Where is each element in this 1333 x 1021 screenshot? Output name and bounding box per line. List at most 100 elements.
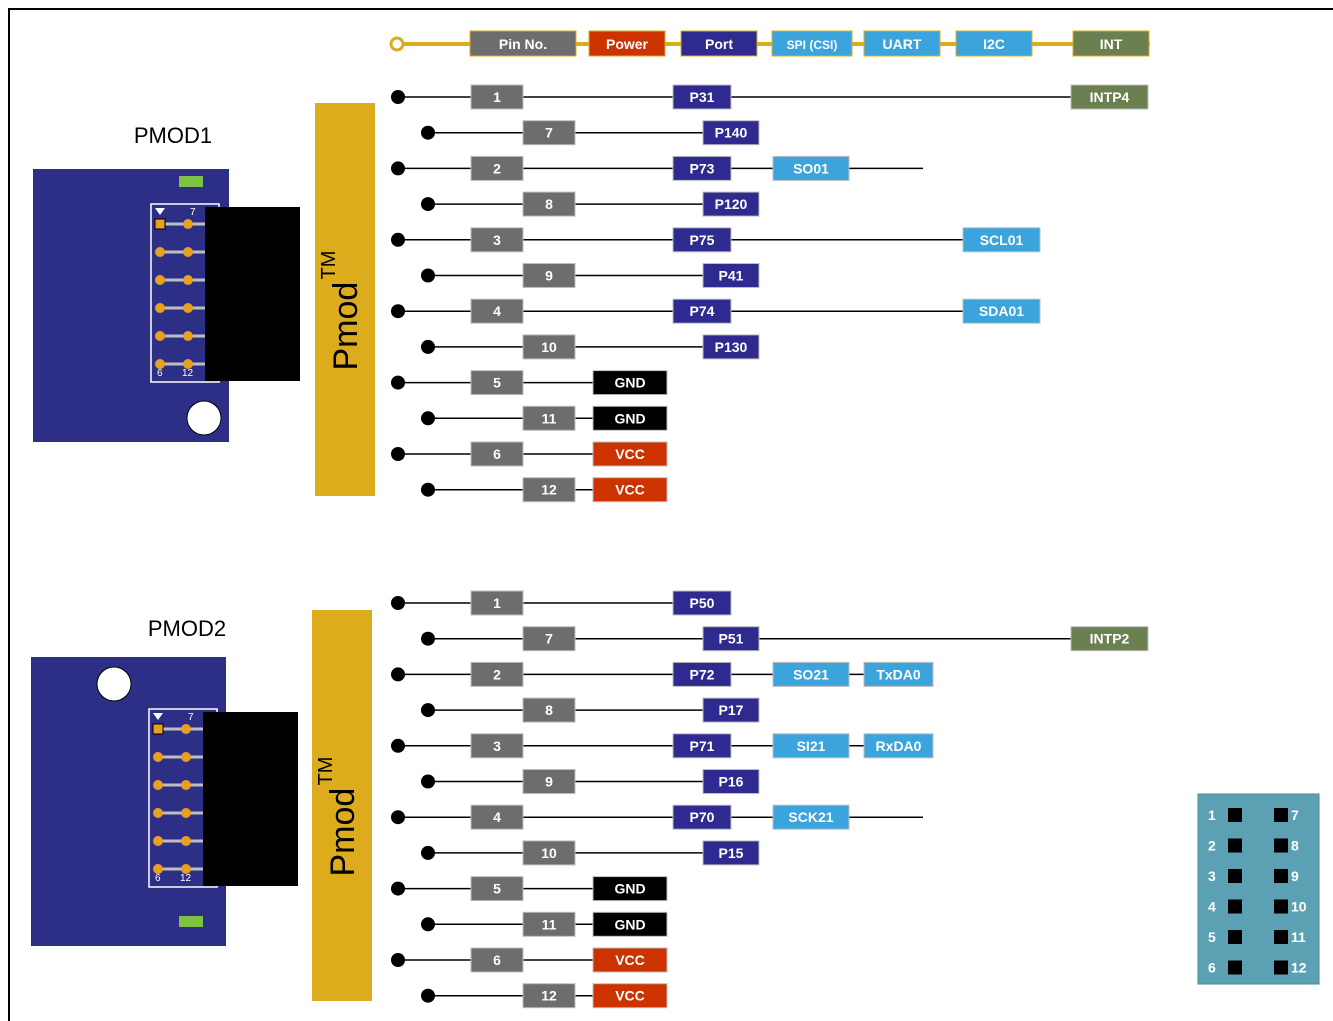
port-box-rect [672, 298, 732, 324]
header-pin [155, 359, 165, 369]
gnd-box: GND [592, 370, 668, 396]
header-pin [183, 275, 193, 285]
func-box: RxDA0 [863, 733, 934, 759]
frame-border [8, 8, 1333, 1021]
func-box-rect [772, 661, 850, 687]
pin-box-text: 12 [541, 988, 557, 1004]
pin-box-rect [522, 697, 576, 723]
func-box-rect [962, 298, 1041, 324]
gnd-box-text: GND [614, 375, 645, 391]
port-box-text: P41 [719, 268, 744, 284]
pin-box-rect [470, 227, 524, 253]
pin-box-text: 5 [493, 375, 501, 391]
pin-grid-left-label: 1 [1208, 807, 1216, 823]
header-top-label: 7 [190, 207, 196, 218]
connector-title: PMOD1 [134, 123, 212, 148]
func-box-rect [772, 733, 850, 759]
legend-label: Power [606, 36, 649, 52]
header-pin [181, 836, 191, 846]
header-pin [155, 275, 165, 285]
pin-grid-left-pad [1228, 899, 1242, 914]
port-box: P71 [672, 733, 732, 759]
pmod-label: Pmod [324, 788, 362, 877]
pin-box: 1 [470, 590, 524, 616]
legend-label: I2C [983, 36, 1005, 52]
pin-box-text: 3 [493, 232, 501, 248]
pin-grid-right-label: 11 [1291, 929, 1306, 945]
pin-box: 5 [470, 370, 524, 396]
gnd-box: GND [592, 405, 668, 431]
header-pin-square [154, 218, 166, 230]
pin-box-rect [522, 334, 576, 360]
legend-label: Pin No. [499, 36, 547, 52]
header-pin [181, 780, 191, 790]
port-box: P31 [672, 84, 732, 110]
legend-item-pin-no-: Pin No. [469, 30, 577, 57]
vcc-box-text: VCC [615, 988, 645, 1004]
port-box-text: P17 [719, 702, 744, 718]
func-box-rect [863, 661, 934, 687]
pin-grid-left-label: 5 [1208, 929, 1216, 945]
pin-box-rect [522, 626, 576, 652]
pin-box-text: 10 [541, 845, 557, 861]
pin-box: 3 [470, 733, 524, 759]
pin-box-text: 9 [545, 774, 553, 790]
port-box-text: P75 [690, 232, 715, 248]
pin-box: 6 [470, 947, 524, 973]
header-bottom-left: 6 [155, 873, 161, 884]
pin-box-text: 8 [545, 702, 553, 718]
pin-grid-left-label: 6 [1208, 960, 1216, 976]
port-box: P17 [702, 697, 760, 723]
vcc-box-text: VCC [615, 952, 645, 968]
pin-box-rect [522, 840, 576, 866]
pin-grid-right-pad [1274, 838, 1288, 853]
vcc-box-rect [592, 477, 668, 503]
pin-box-rect [470, 661, 524, 687]
pin1-marker-icon [155, 208, 165, 215]
pin-box-rect [522, 191, 576, 217]
pin-box: 10 [522, 840, 576, 866]
func-box-text: SDA01 [979, 303, 1024, 319]
legend-label: SPI (CSI) [787, 38, 838, 52]
func-box: SI21 [772, 733, 850, 759]
pmod-label: Pmod [327, 282, 365, 371]
vcc-box: VCC [592, 983, 668, 1009]
pin-box-rect [470, 804, 524, 830]
port-box-rect [672, 84, 732, 110]
legend-item-i2c: I2C [955, 30, 1033, 57]
pin-box: 12 [522, 983, 576, 1009]
port-box: P50 [672, 590, 732, 616]
pin-box-rect [522, 769, 576, 794]
pin-box-rect [470, 947, 524, 973]
gnd-box-rect [592, 405, 668, 431]
pin-box-rect [522, 477, 576, 503]
port-box-rect [702, 840, 760, 866]
func-box: SO01 [772, 155, 850, 181]
pin-box-text: 12 [541, 482, 557, 498]
vcc-box-rect [592, 441, 668, 467]
port-box: P41 [702, 263, 760, 288]
port-box-text: P74 [690, 303, 715, 319]
port-box: P72 [672, 661, 732, 687]
pin-grid-left-pad [1228, 838, 1242, 853]
pin-box-text: 1 [493, 89, 501, 105]
mounting-hole [96, 666, 132, 702]
pmod-bar [315, 103, 375, 496]
pin-grid-left-pad [1228, 808, 1242, 822]
port-box: P70 [672, 804, 732, 830]
pin-box: 2 [470, 155, 524, 181]
pin-grid-left-pad [1228, 960, 1242, 975]
pin-grid-left-pad [1228, 869, 1242, 883]
pin-box: 7 [522, 626, 576, 652]
legend-swatch [469, 30, 577, 57]
func-box-text: RxDA0 [876, 738, 922, 754]
gnd-box-text: GND [614, 916, 645, 932]
func-box-rect [772, 804, 850, 830]
pin-box-rect [470, 155, 524, 181]
pmod-board [31, 657, 226, 946]
pin-box-rect [522, 983, 576, 1009]
pin-box: 10 [522, 334, 576, 360]
